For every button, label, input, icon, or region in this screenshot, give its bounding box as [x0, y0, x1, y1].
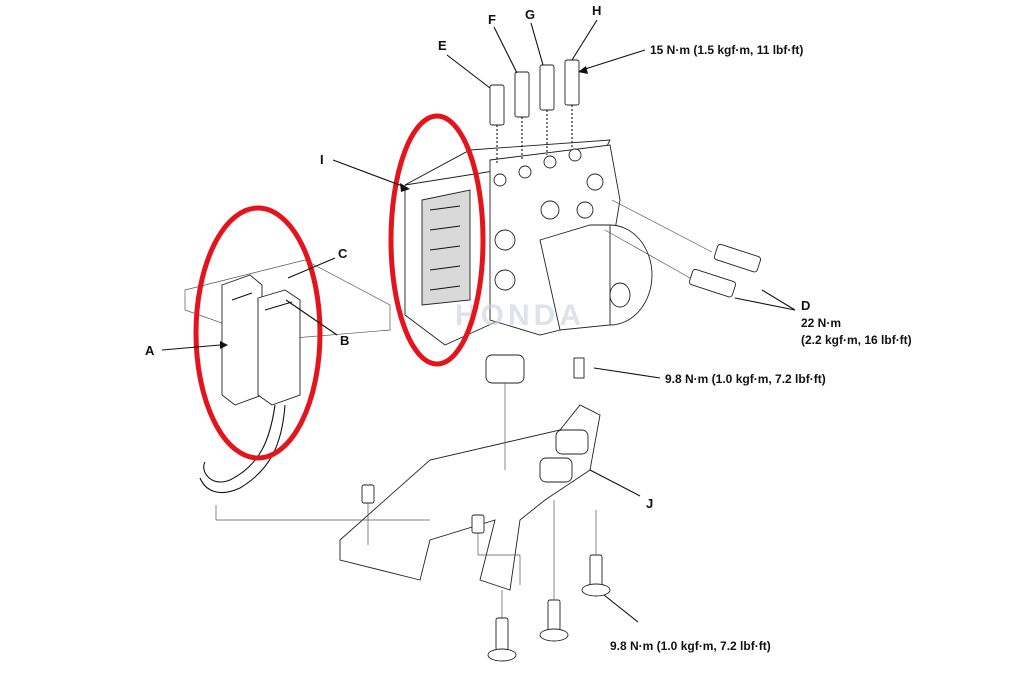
highlight-ring-control-unit	[388, 113, 486, 367]
label-F: F	[488, 12, 496, 27]
torque-D-line1: 22 N·m	[801, 316, 841, 330]
highlight-ring-connector	[193, 205, 323, 461]
label-A: A	[145, 343, 155, 358]
brake-line-fittings	[604, 199, 762, 298]
label-D: D	[801, 298, 810, 313]
label-I: I	[320, 152, 324, 167]
harness-connector	[199, 274, 301, 493]
label-J: J	[646, 496, 653, 511]
label-C: C	[338, 246, 348, 261]
label-B: B	[340, 333, 349, 348]
label-G: G	[525, 7, 535, 22]
connector-reference-plane	[184, 259, 391, 341]
bleeder-screws	[489, 59, 580, 165]
bracket-bolts	[361, 484, 611, 662]
leader-lines	[161, 19, 796, 623]
torque-D-line2: (2.2 kgf·m, 16 lbf·ft)	[801, 333, 912, 347]
label-H: H	[592, 3, 601, 18]
torque-bottom-bolts: 9.8 N·m (1.0 kgf·m, 7.2 lbf·ft)	[610, 639, 771, 653]
label-E: E	[438, 38, 447, 53]
mounting-bracket	[215, 354, 601, 591]
torque-bleeders: 15 N·m (1.5 kgf·m, 11 lbf·ft)	[650, 43, 803, 57]
torque-bracket-bolt: 9.8 N·m (1.0 kgf·m, 7.2 lbf·ft)	[665, 372, 826, 386]
